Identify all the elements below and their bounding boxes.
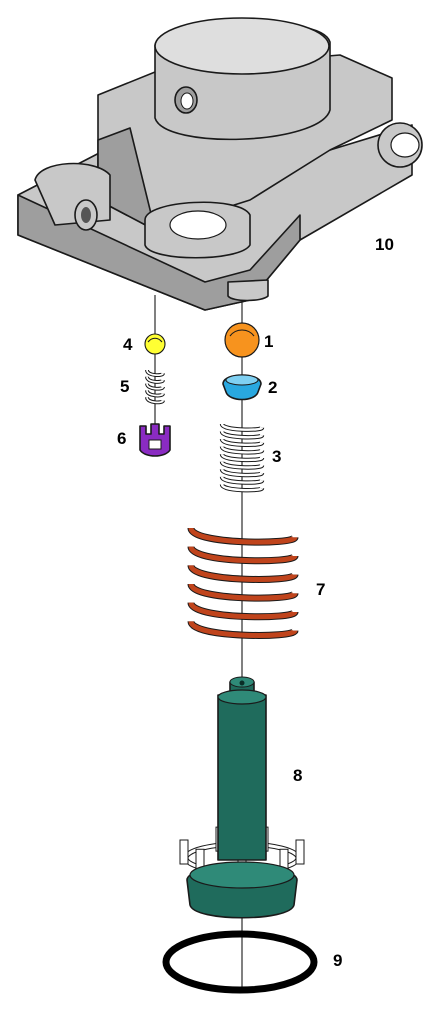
- callout-labels: 1 2 3 4 5 6 7 8 9 10: [117, 235, 394, 970]
- callout-6: 6: [117, 429, 126, 448]
- inner-spring-coil: [220, 475, 264, 484]
- ball-seat-icon: [222, 374, 262, 401]
- large-check-ball: [224, 322, 260, 358]
- clip-tab: [179, 839, 189, 865]
- housing-center-boss-hole: [169, 210, 227, 240]
- outer-spring-coil: [188, 582, 298, 601]
- small-spring-coil: [146, 376, 164, 383]
- outer-spring-coil: [188, 601, 298, 620]
- clip-tab: [295, 839, 305, 865]
- inner-spring-coil: [220, 445, 264, 454]
- callout-9: 9: [333, 951, 342, 970]
- callout-7: 7: [316, 580, 325, 599]
- housing-right-ear-hole: [390, 132, 420, 158]
- piston-shoulder: [217, 689, 267, 705]
- small-spring-coil: [146, 383, 164, 390]
- callout-2: 2: [268, 378, 277, 397]
- housing-spigot: [227, 279, 269, 302]
- inner-spring-coil: [220, 422, 264, 431]
- small-spring-coil: [146, 390, 164, 397]
- spring-retainer-slot: [148, 439, 162, 450]
- ball-seat-top: [225, 374, 259, 386]
- accumulator-piston-icon: [179, 676, 305, 919]
- o-ring-seal: [162, 930, 318, 994]
- inner-spring-coil: [220, 453, 264, 462]
- piston-stem: [217, 694, 267, 861]
- piston-base-top: [189, 861, 295, 889]
- inner-spring-coil: [220, 437, 264, 447]
- o-ring-icon: [162, 930, 318, 994]
- small-check-ball-icon: [144, 333, 166, 355]
- small-spring-coil: [146, 396, 164, 404]
- outer-spring-coil: [188, 526, 298, 545]
- housing-cylinder-top: [154, 17, 330, 75]
- inner-spring-coil: [220, 430, 264, 439]
- outer-coil-spring-icon: [187, 526, 299, 639]
- housing-cross-hole-inner: [180, 92, 194, 110]
- outer-spring-coil: [188, 545, 298, 564]
- callout-3: 3: [272, 447, 281, 466]
- inner-spring-coil: [220, 483, 264, 492]
- callout-1: 1: [264, 332, 273, 351]
- inner-spring-coil: [220, 468, 264, 477]
- small-spring-coil: [146, 369, 164, 377]
- check-ball-icon: [224, 322, 260, 358]
- callout-5: 5: [120, 377, 129, 396]
- small-check-ball: [144, 333, 166, 355]
- callout-10: 10: [375, 235, 394, 254]
- outer-spring-coil: [188, 564, 298, 582]
- coil-spring-icon: [219, 421, 265, 493]
- callout-4: 4: [123, 335, 133, 354]
- inner-spring-coil: [220, 460, 264, 469]
- housing-front-hole-inner: [81, 207, 91, 223]
- valve-housing-icon: [17, 17, 423, 311]
- callout-8: 8: [293, 766, 302, 785]
- outer-spring-coil: [188, 620, 298, 638]
- small-coil-spring-icon: [145, 369, 165, 405]
- spring-retainer-icon: [139, 423, 171, 457]
- piston-bore: [239, 680, 245, 686]
